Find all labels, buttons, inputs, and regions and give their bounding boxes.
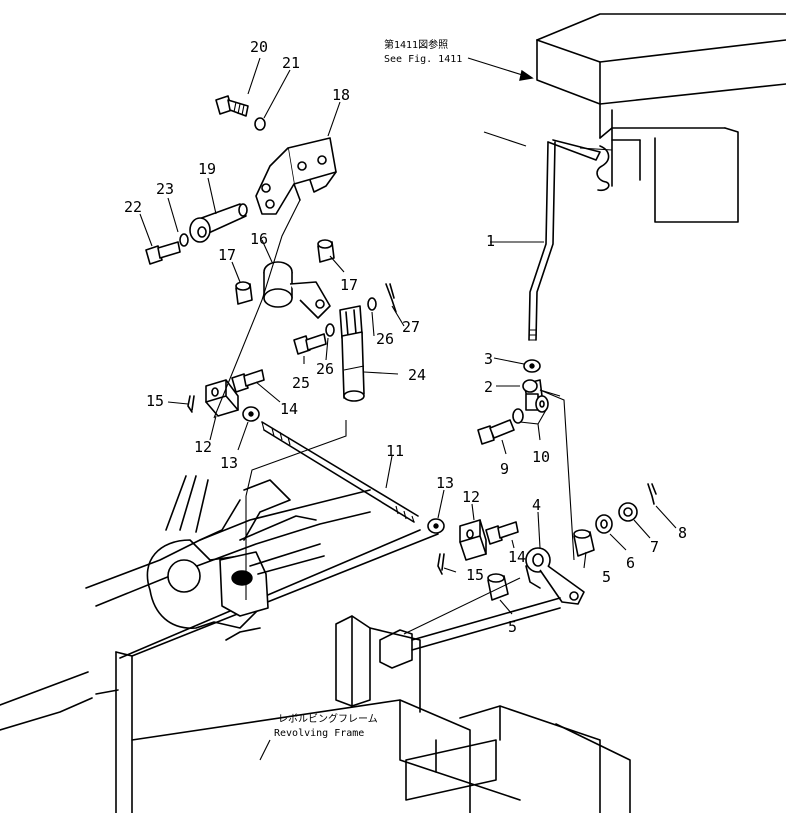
part-20-bolt — [215, 95, 249, 117]
part-5-bushing-lower — [487, 573, 509, 601]
callout-13-lower: 13 — [436, 474, 454, 492]
callout-21: 21 — [282, 54, 300, 72]
part-1-rod — [528, 139, 601, 341]
part-13-nut-upper — [242, 406, 260, 422]
callout-15-lower: 15 — [466, 566, 484, 584]
part-11-rod — [261, 421, 419, 523]
reference-note: 第1411図参照 See Fig. 1411 — [384, 38, 462, 65]
part-24-cylinder — [339, 305, 365, 402]
part-14-pin-upper — [231, 369, 265, 393]
callout-8: 8 — [678, 524, 687, 542]
revolving-frame — [0, 475, 631, 813]
part-18-bracket — [255, 137, 337, 215]
callout-11: 11 — [386, 442, 404, 460]
callout-20: 20 — [250, 38, 268, 56]
part-7-nut — [618, 502, 638, 522]
callout-25: 25 — [292, 374, 310, 392]
part-14-pin-lower — [485, 521, 519, 545]
callout-16: 16 — [250, 230, 268, 248]
part-22-bolt — [145, 241, 181, 265]
callout-12-upper: 12 — [194, 438, 212, 456]
callout-12-lower: 12 — [462, 488, 480, 506]
callout-15-upper: 15 — [146, 392, 164, 410]
callout-18: 18 — [332, 86, 350, 104]
callout-6: 6 — [626, 554, 635, 572]
callout-22: 22 — [124, 198, 142, 216]
callout-10: 10 — [532, 448, 550, 466]
part-27-cotter — [385, 283, 397, 313]
part-19-pin — [189, 203, 248, 243]
part-4-lever — [525, 547, 585, 605]
part-9-bolt — [477, 419, 515, 445]
part-6-washer — [595, 514, 613, 534]
callout-5-lower: 5 — [508, 618, 517, 636]
callout-4: 4 — [532, 496, 541, 514]
frame-note-jp: レボルビングフレーム — [278, 712, 378, 725]
part-26-washer-bottom — [325, 323, 335, 337]
ref-note-en: See Fig. 1411 — [384, 54, 462, 65]
callout-23: 23 — [156, 180, 174, 198]
callout-17-left: 17 — [218, 246, 236, 264]
part-17-bushing-right — [317, 239, 335, 263]
leader-lines — [139, 57, 677, 761]
callout-19: 19 — [198, 160, 216, 178]
callout-5-upper: 5 — [602, 568, 611, 586]
callout-26-top: 26 — [376, 330, 394, 348]
part-3-nut — [523, 359, 541, 373]
callout-14-lower: 14 — [508, 548, 526, 566]
callout-27: 27 — [402, 318, 420, 336]
callout-13-upper: 13 — [220, 454, 238, 472]
part-5-bushing-upper — [573, 529, 595, 557]
callout-2: 2 — [484, 378, 493, 396]
part-25-pin — [293, 333, 327, 355]
part-10-washers — [512, 395, 549, 424]
part-23-washer — [179, 233, 189, 247]
part-15-cotter-lower — [437, 553, 445, 575]
callout-24: 24 — [408, 366, 426, 384]
callout-1: 1 — [486, 232, 495, 250]
callout-26-bottom: 26 — [316, 360, 334, 378]
frame-note-en: Revolving Frame — [274, 728, 364, 739]
ref-note-jp: 第1411図参照 — [384, 38, 448, 51]
part-16-lever — [263, 261, 331, 319]
part-15-cotter-upper — [187, 395, 195, 413]
part-17-bushing-left — [235, 281, 253, 305]
callout-17-right: 17 — [340, 276, 358, 294]
callout-3: 3 — [484, 350, 493, 368]
callout-9: 9 — [500, 460, 509, 478]
part-13-nut-lower — [427, 518, 445, 534]
callout-7: 7 — [650, 538, 659, 556]
frame-note: レボルビングフレーム Revolving Frame — [274, 712, 378, 739]
part-12-block-lower — [459, 519, 487, 561]
callout-14-upper: 14 — [280, 400, 298, 418]
part-8-cotter — [647, 483, 657, 505]
part-26-washer-top — [367, 297, 377, 311]
upper-housing — [536, 13, 786, 223]
callout-labels: 20 21 18 19 23 22 16 17 17 27 26 26 25 2… — [124, 38, 687, 636]
part-21-washer — [254, 117, 266, 131]
